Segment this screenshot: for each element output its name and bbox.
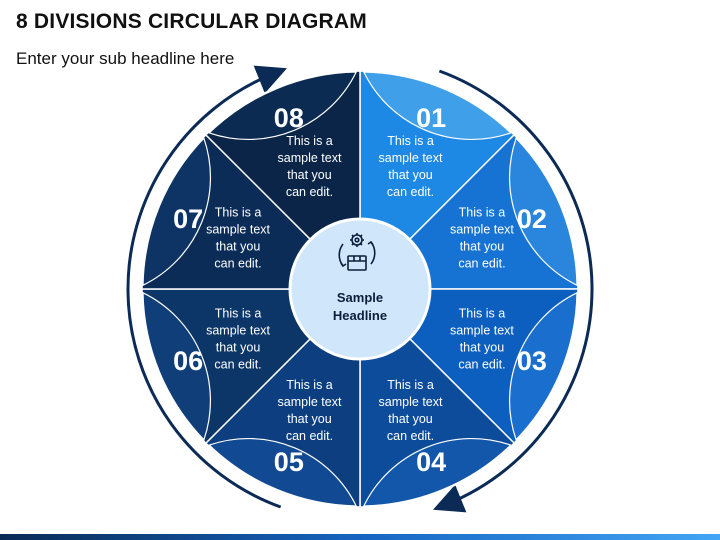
segment-petal — [208, 438, 358, 507]
page-title: 8 DIVISIONS CIRCULAR DIAGRAM — [16, 10, 367, 33]
segment-text-line: This is a — [215, 205, 262, 219]
segment-text-line: This is a — [387, 378, 434, 392]
center-headline-line-1: Sample — [337, 290, 383, 305]
segment-number: 05 — [274, 447, 304, 477]
segment-text-line: This is a — [387, 134, 434, 148]
segment-text-line: sample text — [450, 222, 514, 236]
segment-number: 04 — [416, 447, 446, 477]
segment-text-line: This is a — [286, 378, 333, 392]
segment-text-line: that you — [388, 412, 433, 426]
segment-number: 07 — [173, 204, 203, 234]
segment-text-line: This is a — [459, 307, 506, 321]
segment-number: 01 — [416, 103, 446, 133]
segment-text-line: can edit. — [458, 256, 505, 270]
bottom-accent-bar — [0, 534, 720, 540]
segment-text-line: This is a — [215, 307, 262, 321]
segment-text-line: This is a — [286, 134, 333, 148]
segment-petal — [362, 71, 512, 140]
segment-petal — [509, 137, 578, 287]
outer-arrow-arc-right — [433, 69, 594, 513]
segment-text-line: that you — [388, 168, 433, 182]
segment-text-line: can edit. — [387, 185, 434, 199]
page-subtitle: Enter your sub headline here — [16, 49, 235, 68]
segment-petal — [509, 291, 578, 441]
segment-text-line: sample text — [379, 395, 443, 409]
segment-text-line: can edit. — [286, 185, 333, 199]
center-hub: Sample Headline — [288, 217, 432, 361]
segment-text-line: sample text — [206, 222, 270, 236]
segment-text-line: can edit. — [458, 358, 505, 372]
segment-number: 02 — [517, 204, 547, 234]
segment-petal — [362, 438, 512, 507]
segment-text-line: can edit. — [214, 256, 261, 270]
segment-text-line: can edit. — [214, 358, 261, 372]
gear-box-cycle-icon — [338, 233, 376, 271]
segment-petal — [208, 71, 358, 140]
segment-text-line: sample text — [206, 324, 270, 338]
segment-text-line: can edit. — [387, 429, 434, 443]
segment-number: 08 — [274, 103, 304, 133]
segment-text-line: that you — [460, 341, 505, 355]
segment-text-line: that you — [460, 239, 505, 253]
segment-text-line: that you — [287, 412, 332, 426]
segment-text-line: sample text — [450, 324, 514, 338]
center-circle — [288, 217, 432, 361]
segment-text-line: that you — [216, 341, 261, 355]
segment-text-line: sample text — [278, 395, 342, 409]
segment-text-line: that you — [216, 239, 261, 253]
segment-text-line: that you — [287, 168, 332, 182]
segment-text-line: sample text — [379, 151, 443, 165]
segment-text-line: This is a — [459, 205, 506, 219]
center-headline-line-2: Headline — [333, 308, 387, 323]
segment-number: 06 — [173, 346, 203, 376]
segment-number: 03 — [517, 346, 547, 376]
segment-text-line: can edit. — [286, 429, 333, 443]
segment-petal — [142, 291, 211, 441]
outer-arrow-arc-left — [126, 65, 287, 509]
segment-petal — [142, 137, 211, 287]
segment-text-line: sample text — [278, 151, 342, 165]
